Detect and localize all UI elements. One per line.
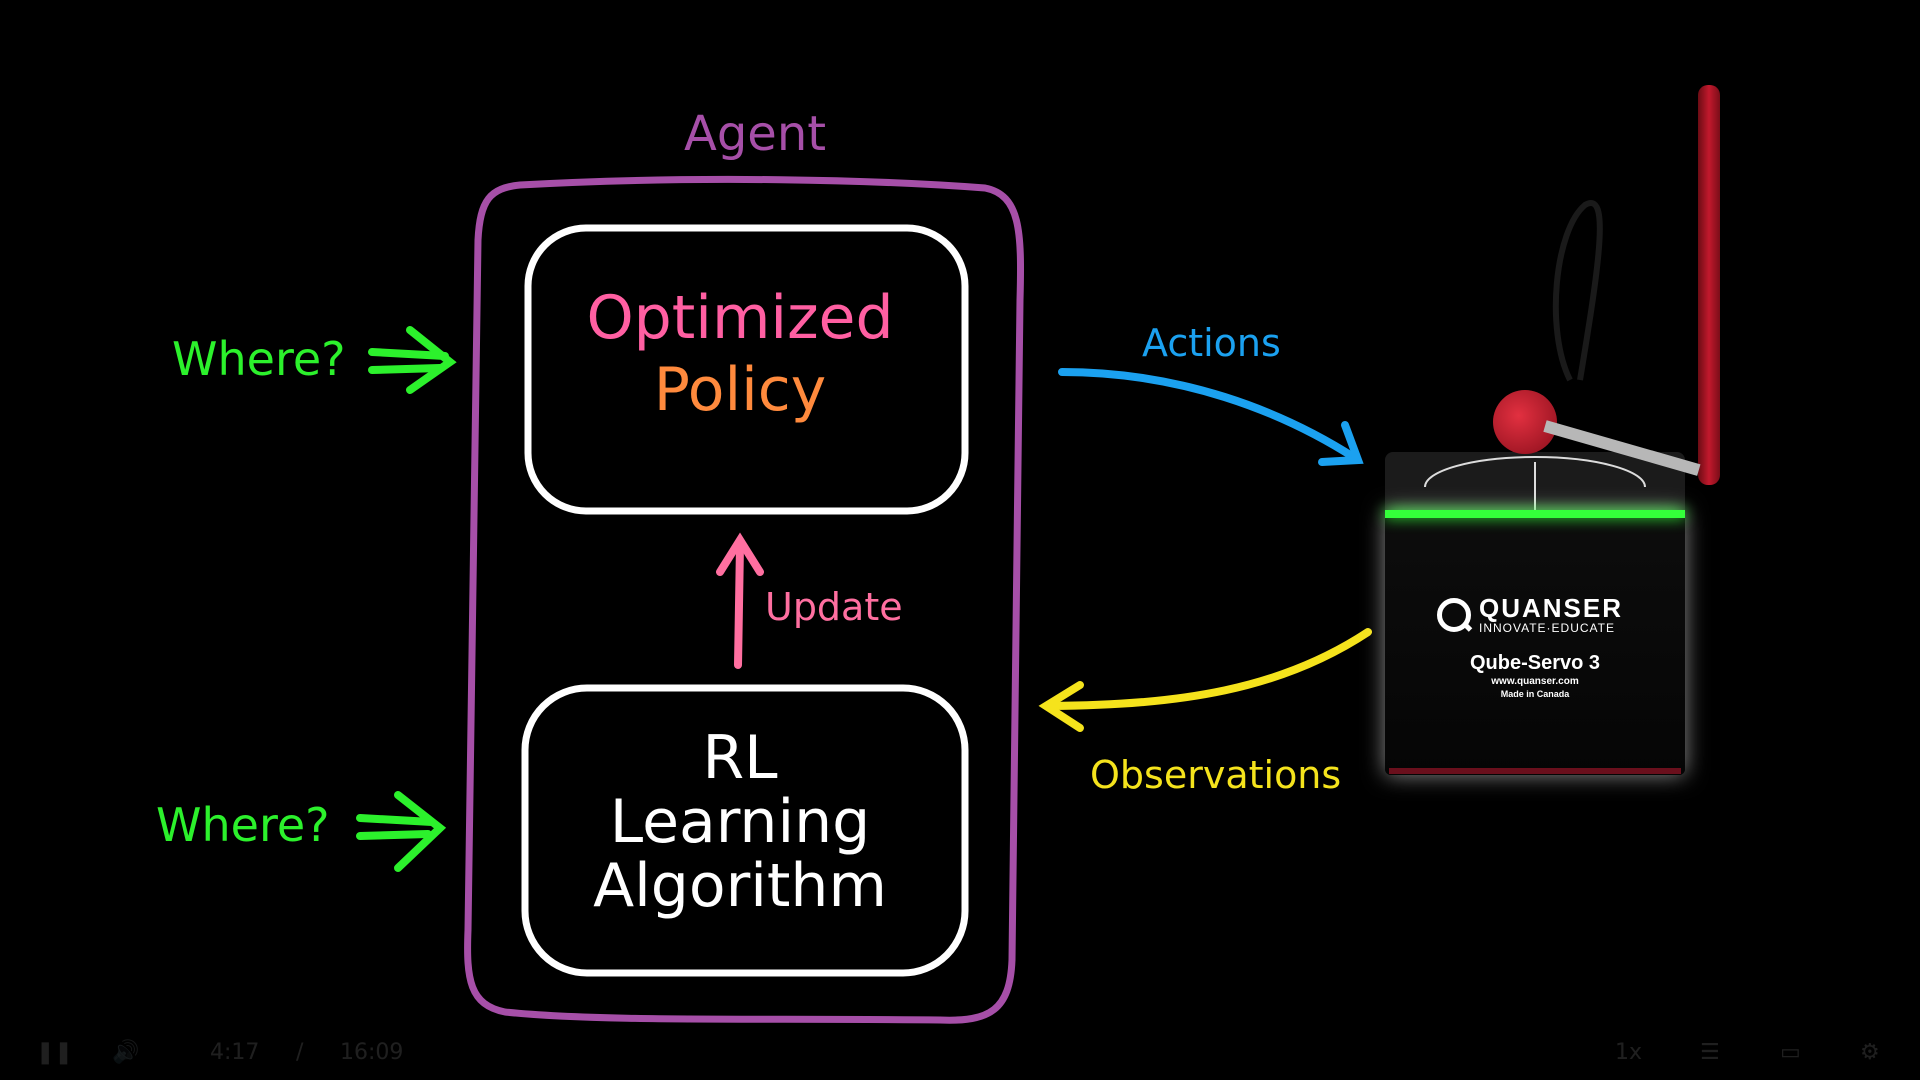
picture-in-picture-icon[interactable]: ▭ bbox=[1780, 1040, 1801, 1065]
observations-label: Observations bbox=[1090, 753, 1342, 797]
where-label-top: Where? bbox=[172, 332, 346, 386]
time-separator: / bbox=[296, 1040, 304, 1065]
volume-icon[interactable]: 🔊 bbox=[112, 1040, 140, 1065]
rl-box bbox=[521, 684, 969, 977]
speed-button[interactable]: 1x bbox=[1615, 1040, 1643, 1065]
rl-title-line1: RL bbox=[702, 723, 778, 793]
policy-box bbox=[524, 224, 969, 515]
cube-base bbox=[1389, 768, 1681, 774]
where-arrow-bottom bbox=[356, 791, 447, 872]
cube-top bbox=[1385, 452, 1685, 514]
update-label: Update bbox=[765, 585, 903, 629]
observations-arrow bbox=[1038, 628, 1372, 732]
where-arrow-top bbox=[368, 326, 457, 394]
brand-logo: QUANSER INNOVATE·EDUCATE bbox=[1437, 595, 1623, 635]
captions-icon[interactable]: ☰ bbox=[1700, 1040, 1720, 1065]
policy-title-line1: Optimized bbox=[586, 283, 894, 353]
brand-tagline: INNOVATE·EDUCATE bbox=[1479, 621, 1616, 635]
settings-icon[interactable]: ⚙ bbox=[1860, 1040, 1880, 1065]
update-arrow bbox=[716, 532, 764, 669]
rl-title-line2: Learning bbox=[609, 787, 871, 857]
qube-servo-device: QUANSER INNOVATE·EDUCATE Qube-Servo 3 ww… bbox=[1385, 80, 1720, 800]
rl-title-line3: Algorithm bbox=[593, 851, 887, 921]
player-controls: ❚❚ 🔊 4:17 / 16:09 1x ☰ ▭ ⚙ bbox=[0, 1030, 1920, 1080]
brand-name: QUANSER bbox=[1479, 593, 1624, 623]
angle-scale bbox=[1424, 456, 1646, 510]
agent-box bbox=[464, 175, 1025, 1024]
where-label-bottom: Where? bbox=[156, 798, 330, 852]
play-pause-icon[interactable]: ❚❚ bbox=[36, 1040, 73, 1065]
actions-label: Actions bbox=[1142, 321, 1281, 365]
cube-body bbox=[1385, 510, 1685, 775]
device-model: Qube-Servo 3 bbox=[1469, 652, 1601, 674]
device-url: www.quanser.com bbox=[1491, 676, 1579, 687]
quanser-q-icon bbox=[1437, 598, 1471, 632]
status-light bbox=[1385, 510, 1685, 518]
cable-illustration bbox=[1552, 200, 1603, 382]
agent-label: Agent bbox=[684, 106, 827, 162]
device-origin: Made in Canada bbox=[1500, 689, 1570, 699]
policy-title-line2: Policy bbox=[653, 355, 827, 425]
current-time: 4:17 bbox=[210, 1040, 260, 1065]
pendulum-rod bbox=[1698, 85, 1720, 485]
actions-arrow bbox=[1058, 368, 1364, 466]
duration: 16:09 bbox=[340, 1040, 404, 1065]
